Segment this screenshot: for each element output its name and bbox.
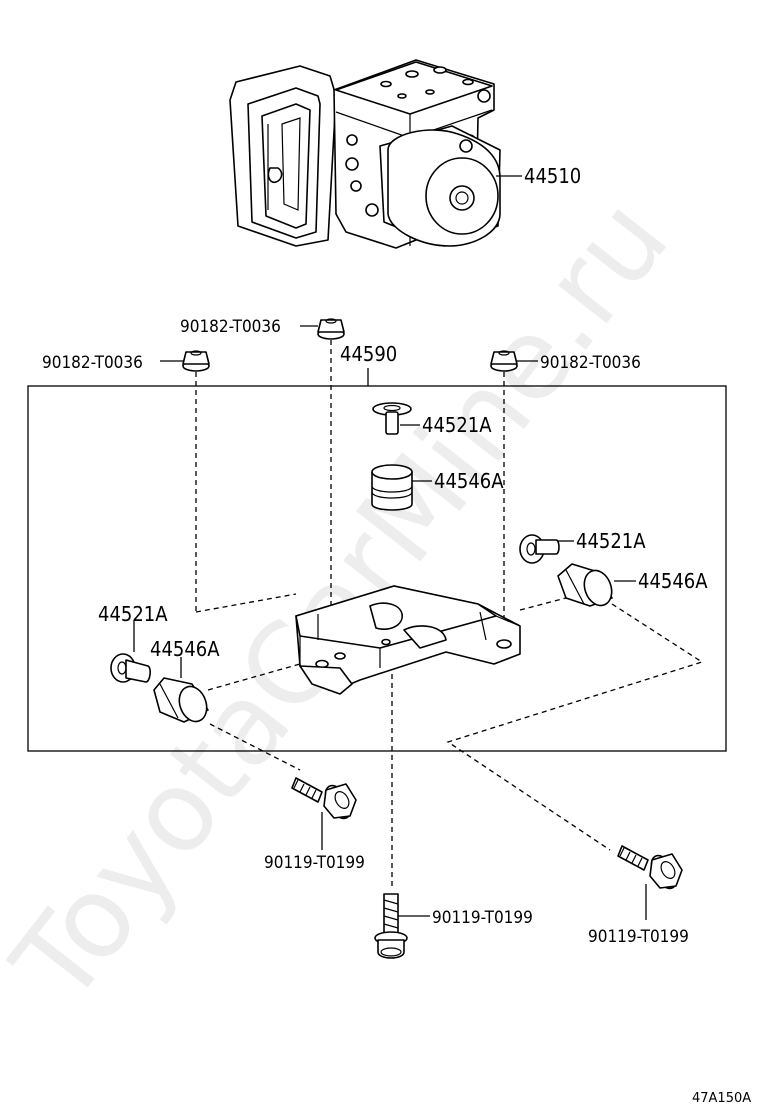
label-collar-left: 44521A <box>98 602 168 626</box>
label-cushion-top: 44546A <box>434 469 504 493</box>
bracket[interactable] <box>295 585 521 695</box>
cushion-right[interactable] <box>557 563 616 609</box>
flange-nut-left[interactable] <box>182 350 210 372</box>
cushion-left[interactable] <box>153 677 211 725</box>
label-nut-left: 90182-T0036 <box>42 353 143 373</box>
label-nut-top: 90182-T0036 <box>180 317 281 337</box>
label-bolt-center: 90119-T0199 <box>432 908 533 928</box>
collar-top[interactable] <box>372 402 412 435</box>
flange-bolt-left[interactable] <box>291 777 357 823</box>
flange-nut-top[interactable] <box>317 318 345 340</box>
cushion-top[interactable] <box>371 464 413 511</box>
label-cushion-left: 44546A <box>150 637 220 661</box>
label-bolt-right: 90119-T0199 <box>588 927 689 947</box>
label-collar-right: 44521A <box>576 529 646 553</box>
collar-left[interactable] <box>110 653 151 683</box>
collar-right[interactable] <box>519 534 560 564</box>
label-bolt-left: 90119-T0199 <box>264 853 365 873</box>
label-nut-right: 90182-T0036 <box>540 353 641 373</box>
flange-bolt-center[interactable] <box>374 893 408 959</box>
flange-nut-right[interactable] <box>490 350 518 372</box>
label-44510: 44510 <box>524 164 581 188</box>
flange-bolt-right[interactable] <box>617 845 683 893</box>
label-collar-top: 44521A <box>422 413 492 437</box>
label-44590: 44590 <box>340 342 397 366</box>
abs-actuator-44510[interactable] <box>229 59 501 249</box>
figure-id: 47A150A <box>692 1091 751 1106</box>
bracket-assembly-outline <box>27 385 727 752</box>
label-cushion-right: 44546A <box>638 569 708 593</box>
